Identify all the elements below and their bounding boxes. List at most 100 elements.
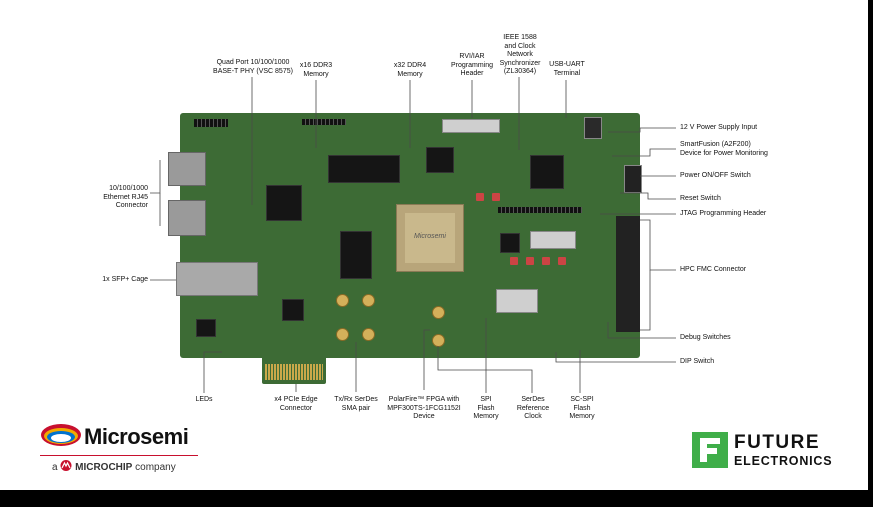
label-ieee-line2: and Clock <box>504 42 536 50</box>
label-ieee: IEEE 1588 and Clock Network Synchronizer… <box>494 34 546 77</box>
small-chip <box>196 319 216 337</box>
fpga-lid: Microsemi <box>405 213 455 263</box>
microchip-tagline: a MICROCHIP company <box>52 460 176 473</box>
leader-debug <box>607 322 676 339</box>
leader-reset <box>620 192 676 200</box>
red-button <box>526 257 534 265</box>
pcie-edge <box>262 358 326 384</box>
microsemi-swirl-icon <box>41 424 81 446</box>
electronics-wordmark: ELECTRONICS <box>734 454 833 468</box>
label-ieee-line1: IEEE 1588 <box>503 34 537 41</box>
future-f-icon <box>692 432 728 468</box>
leader-leds <box>203 351 222 393</box>
label-spi-flash-line2: Flash <box>477 404 495 412</box>
label-hpc-fmc: HPC FMC Connector <box>680 266 747 273</box>
label-leds: LEDs <box>195 396 213 403</box>
label-uart: USB-UART Terminal <box>542 61 592 78</box>
microsemi-wordmark: Microsemi <box>84 424 189 449</box>
reset-pin-row <box>498 207 582 213</box>
label-phy-line1: Quad Port 10/100/1000 <box>216 59 290 66</box>
leader-smartfusion <box>612 148 676 157</box>
label-polarfire: PolarFire™ FPGA with MPF300TS-1FCG1152I … <box>384 396 464 422</box>
label-pcie: x4 PCIe Edge Connector <box>264 396 328 413</box>
pin-header <box>302 119 346 125</box>
polarfire-fpga: Microsemi <box>396 204 464 272</box>
label-serdes-ref: SerDes Reference Clock <box>512 396 554 422</box>
label-ieee-line4: Synchronizer <box>499 59 541 67</box>
label-rvi-line2: Programming <box>450 61 493 69</box>
red-button <box>542 257 550 265</box>
label-rj45-line1: 10/100/1000 <box>109 185 148 192</box>
label-sc-spi-line3: Memory <box>569 413 595 420</box>
sma-connector <box>362 328 375 341</box>
tagline-suffix: company <box>135 462 176 473</box>
jtag-header-part <box>530 231 576 249</box>
label-power-switch: Power ON/OFF Switch <box>680 172 751 179</box>
label-ieee-line5: (ZL30364) <box>503 68 537 75</box>
leader-serdes-ref <box>437 346 533 393</box>
rj45-port <box>168 152 206 186</box>
label-spi-flash-line1: SPI <box>480 396 492 403</box>
leader-rj45 <box>150 160 161 194</box>
debug-switch-block <box>496 289 538 313</box>
label-serdes-sma: Tx/Rx SerDes SMA pair <box>328 396 384 413</box>
sma-connector <box>336 328 349 341</box>
leader-dip <box>555 352 676 363</box>
leader-hpc-fmc <box>640 219 676 271</box>
label-polarfire-line1: PolarFire™ FPGA with <box>388 396 460 403</box>
label-serdes-ref-line3: Clock <box>524 413 542 420</box>
label-phy-line2: BASE-T PHY (VSC 8575) <box>213 67 293 75</box>
label-rj45-line2: Ethernet RJ45 <box>103 193 148 201</box>
red-button <box>476 193 484 201</box>
fpga-marking: Microsemi <box>414 233 446 240</box>
label-rj45: 10/100/1000 Ethernet RJ45 Connector <box>90 185 148 211</box>
label-spi-flash-line3: Memory <box>473 413 499 420</box>
label-ddr3-line1: x16 DDR3 <box>299 62 333 69</box>
label-smartfusion: SmartFusion (A2F200) Device for Power Mo… <box>680 141 768 158</box>
label-ddr4-line2: Memory <box>397 70 423 78</box>
label-ddr4: x32 DDR4 Memory <box>386 62 434 79</box>
right-border <box>868 0 873 507</box>
label-polarfire-line3: Device <box>413 413 435 420</box>
leader-hpc-fmc-2 <box>640 270 651 331</box>
sma-connector <box>432 306 445 319</box>
smartfusion-chip <box>530 155 564 189</box>
sma-connector <box>336 294 349 307</box>
label-dip-switch: DIP Switch <box>680 358 715 365</box>
red-button <box>492 193 500 201</box>
label-sfp: 1x SFP+ Cage <box>102 276 148 283</box>
small-chip <box>282 299 304 321</box>
power-switch-part <box>624 165 642 193</box>
label-pcie-line2: Connector <box>279 404 313 412</box>
leader-polarfire <box>423 329 430 390</box>
label-rj45-line3: Connector <box>115 202 148 209</box>
label-rvi: RVI/IAR Programming Header <box>446 53 498 79</box>
label-spi-flash: SPI Flash Memory <box>470 396 502 422</box>
tagline-prefix: a <box>52 462 58 473</box>
label-polarfire-line2: MPF300TS-1FCG1152I <box>387 404 461 412</box>
label-sc-spi: SC-SPI Flash Memory <box>562 396 602 422</box>
small-chip <box>500 233 520 253</box>
red-button <box>558 257 566 265</box>
label-uart-line1: USB-UART <box>549 61 585 68</box>
label-ddr4-line1: x32 DDR4 <box>393 62 427 69</box>
sfp-cage <box>176 262 258 296</box>
hpc-fmc-part <box>616 216 640 332</box>
sma-connector <box>432 334 445 347</box>
label-phy: Quad Port 10/100/1000 BASE-T PHY (VSC 85… <box>210 59 296 76</box>
rvi-header-part <box>442 119 500 133</box>
phy-chip <box>266 185 302 221</box>
label-uart-line2: Terminal <box>553 69 581 77</box>
label-serdes-ref-line2: Reference <box>516 404 550 412</box>
power-jack-part <box>584 117 602 139</box>
label-serdes-sma-line2: SMA pair <box>341 404 371 412</box>
label-serdes-sma-line1: Tx/Rx SerDes <box>334 396 378 403</box>
label-ieee-line3: Network <box>507 51 533 58</box>
microchip-icon <box>60 460 72 471</box>
label-ddr3-line2: Memory <box>303 70 329 78</box>
rj45-port <box>168 200 206 236</box>
label-debug-switches: Debug Switches <box>680 334 731 341</box>
label-rvi-line3: Header <box>460 70 484 77</box>
pin-header <box>194 119 228 127</box>
